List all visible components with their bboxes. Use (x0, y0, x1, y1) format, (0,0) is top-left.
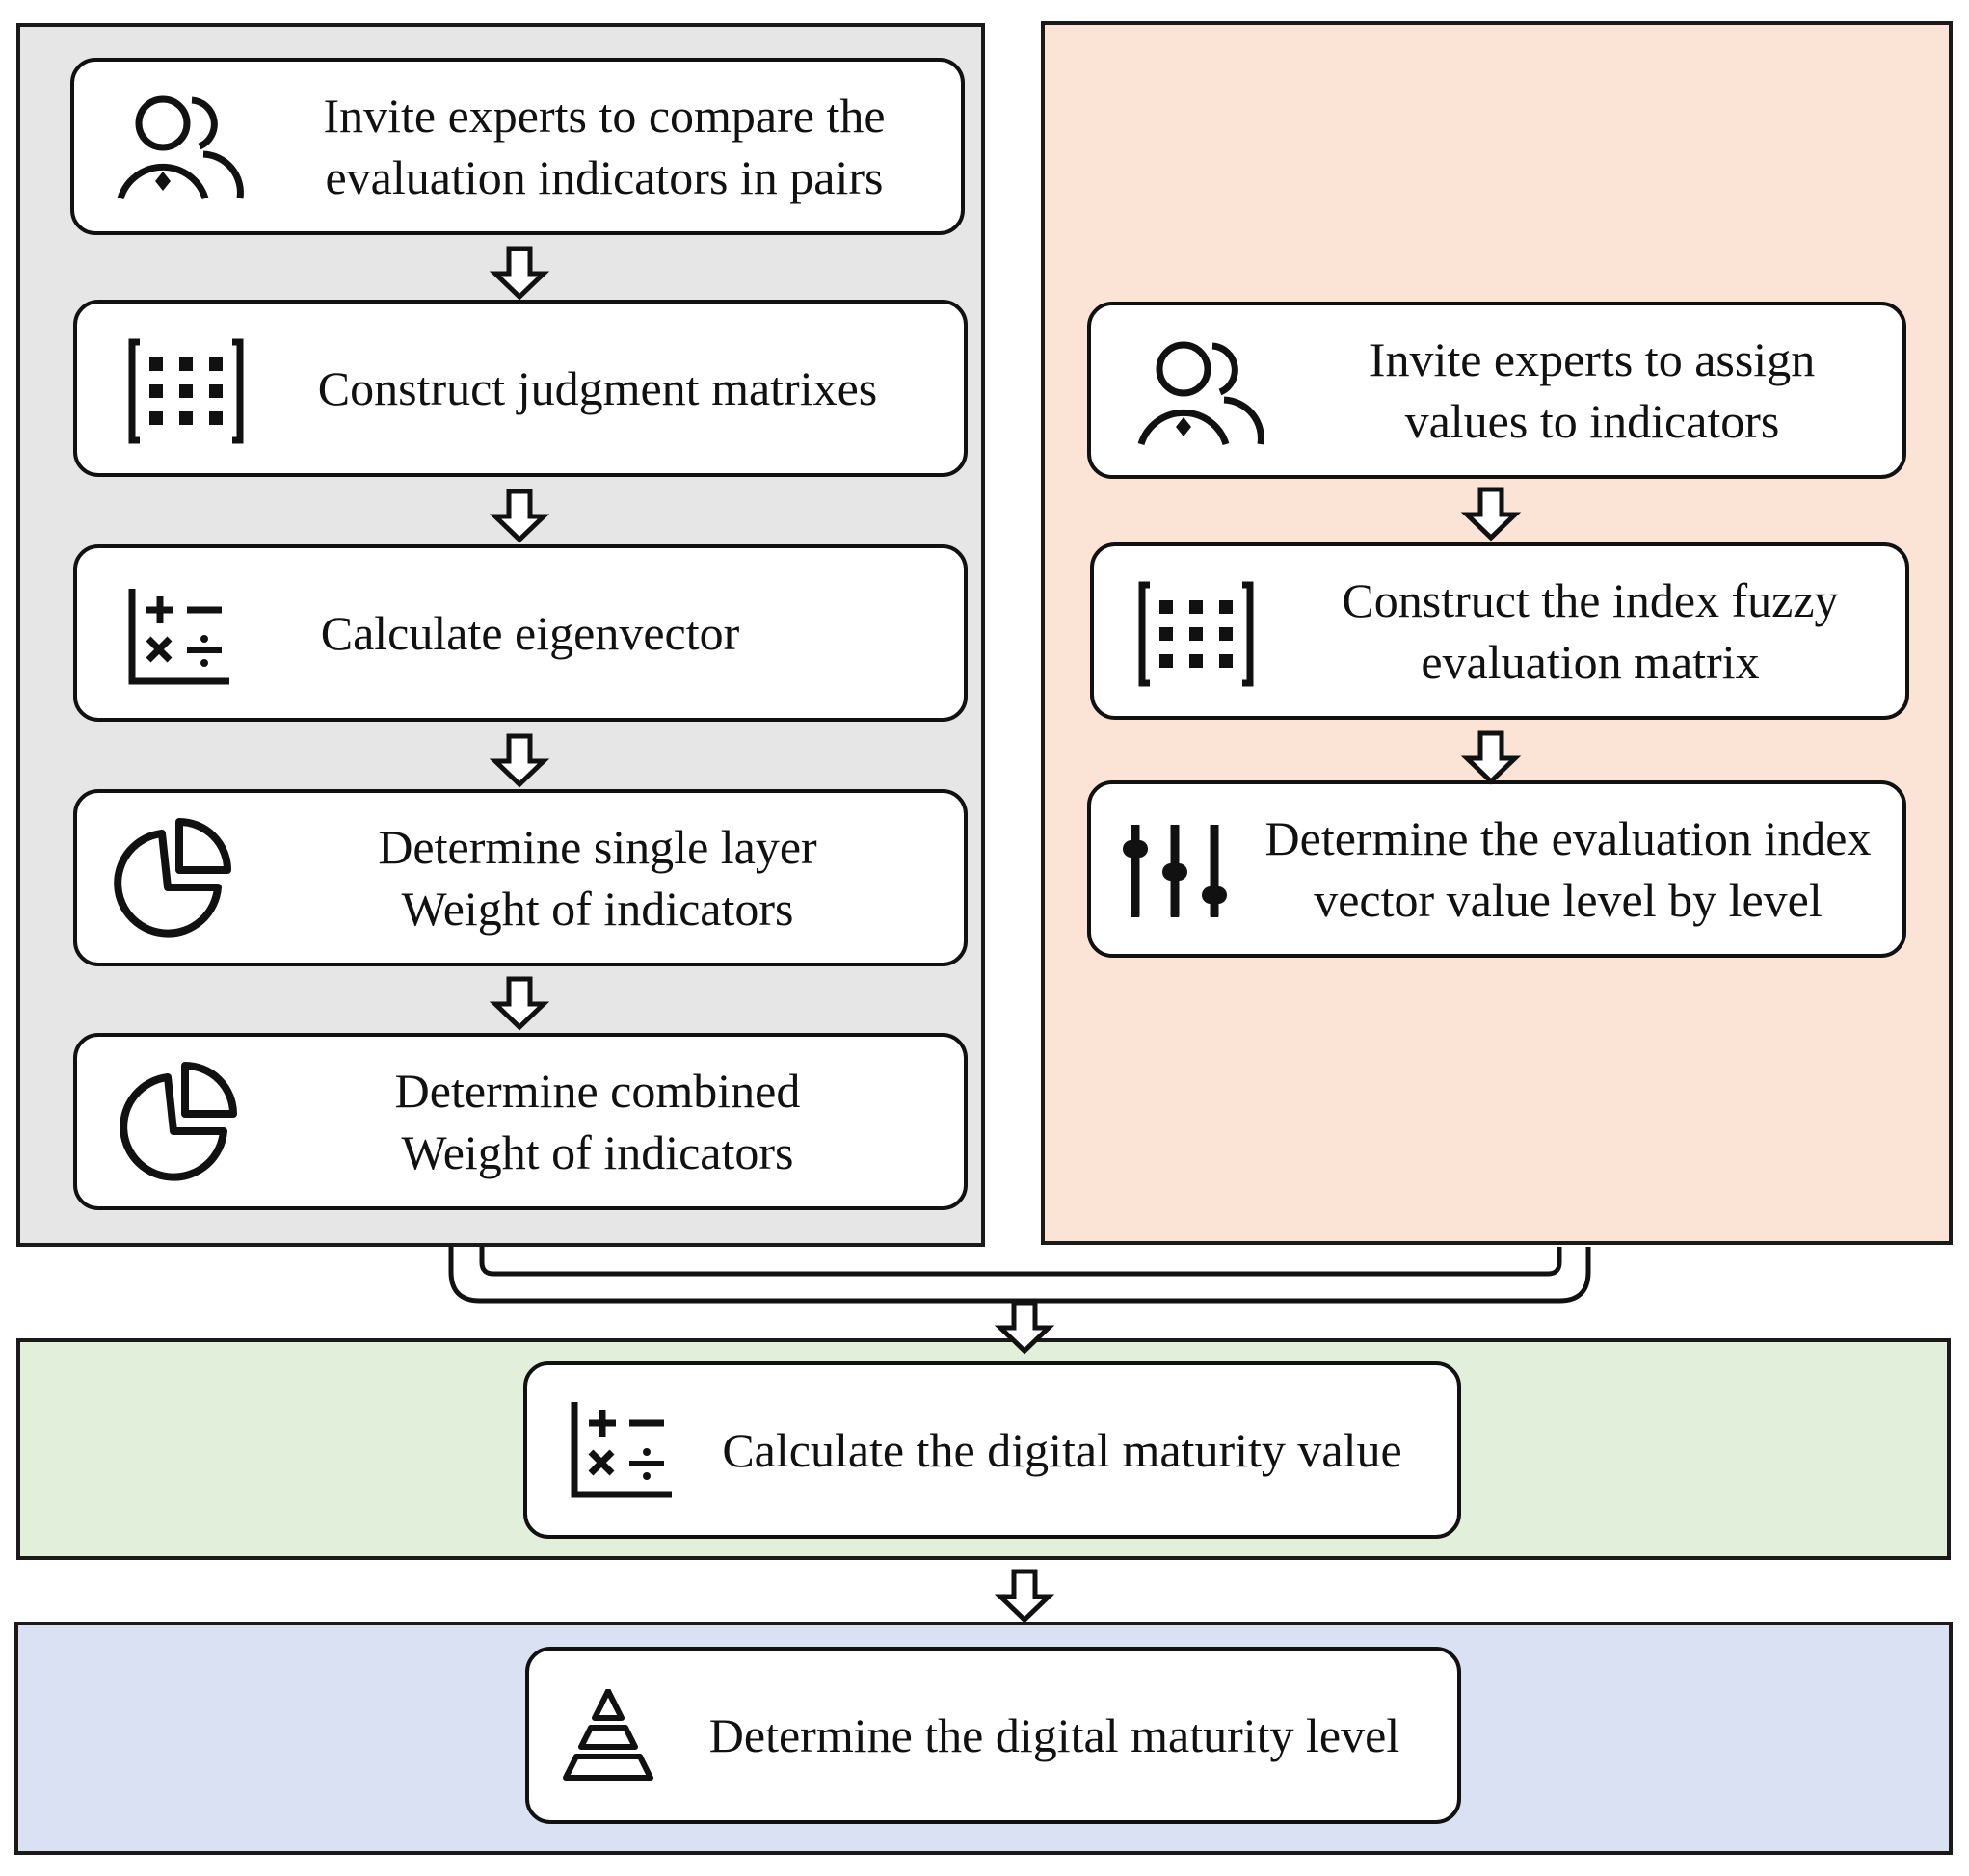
left-step-2-text: Construct judgment matrixes (317, 361, 878, 415)
right-step-2-box: Construct the index fuzzy evaluation mat… (1090, 542, 1909, 720)
merge-connector-inner (479, 1247, 1562, 1277)
arrow-calc-to-level (1000, 1572, 1049, 1620)
final-box: Determine the digital maturity level (525, 1647, 1461, 1824)
right-step-2-text: Construct the index fuzzy evaluation mat… (1342, 573, 1839, 689)
left-step-5-box: Determine combined Weight of indicators (73, 1033, 968, 1210)
left-step-4-box: Determine single layer Weight of indicat… (73, 789, 968, 966)
left-step-2-box: Construct judgment matrixes (73, 300, 968, 477)
arrow-left-1-2 (495, 249, 544, 297)
arrow-right-2-3 (1467, 733, 1515, 781)
right-step-3-text: Determine the evaluation index vector va… (1264, 811, 1872, 927)
arrow-left-4-5 (495, 979, 544, 1027)
right-step-1-box: Invite experts to assign values to indic… (1087, 302, 1906, 479)
final-text: Determine the digital maturity level (708, 1708, 1400, 1762)
arrow-left-3-4 (495, 736, 544, 784)
left-step-1-text: Invite experts to compare the evaluation… (323, 89, 886, 204)
right-step-1-text: Invite experts to assign values to indic… (1369, 332, 1816, 448)
left-step-3-text: Calculate eigenvector (320, 606, 740, 660)
left-step-5-text: Determine combined Weight of indicators (394, 1064, 801, 1179)
merge-box: Calculate the digital maturity value (523, 1361, 1461, 1539)
arrow-merge-down (1000, 1303, 1049, 1351)
merge-text: Calculate the digital maturity value (722, 1423, 1402, 1477)
left-step-1-box: Invite experts to compare the evaluation… (70, 58, 965, 235)
left-step-4-text: Determine single layer Weight of indicat… (378, 820, 817, 936)
arrow-right-1-2 (1467, 489, 1515, 538)
right-step-3-box: Determine the evaluation index vector va… (1087, 780, 1906, 958)
left-step-3-box: Calculate eigenvector (73, 544, 968, 722)
arrow-left-2-3 (495, 491, 544, 540)
